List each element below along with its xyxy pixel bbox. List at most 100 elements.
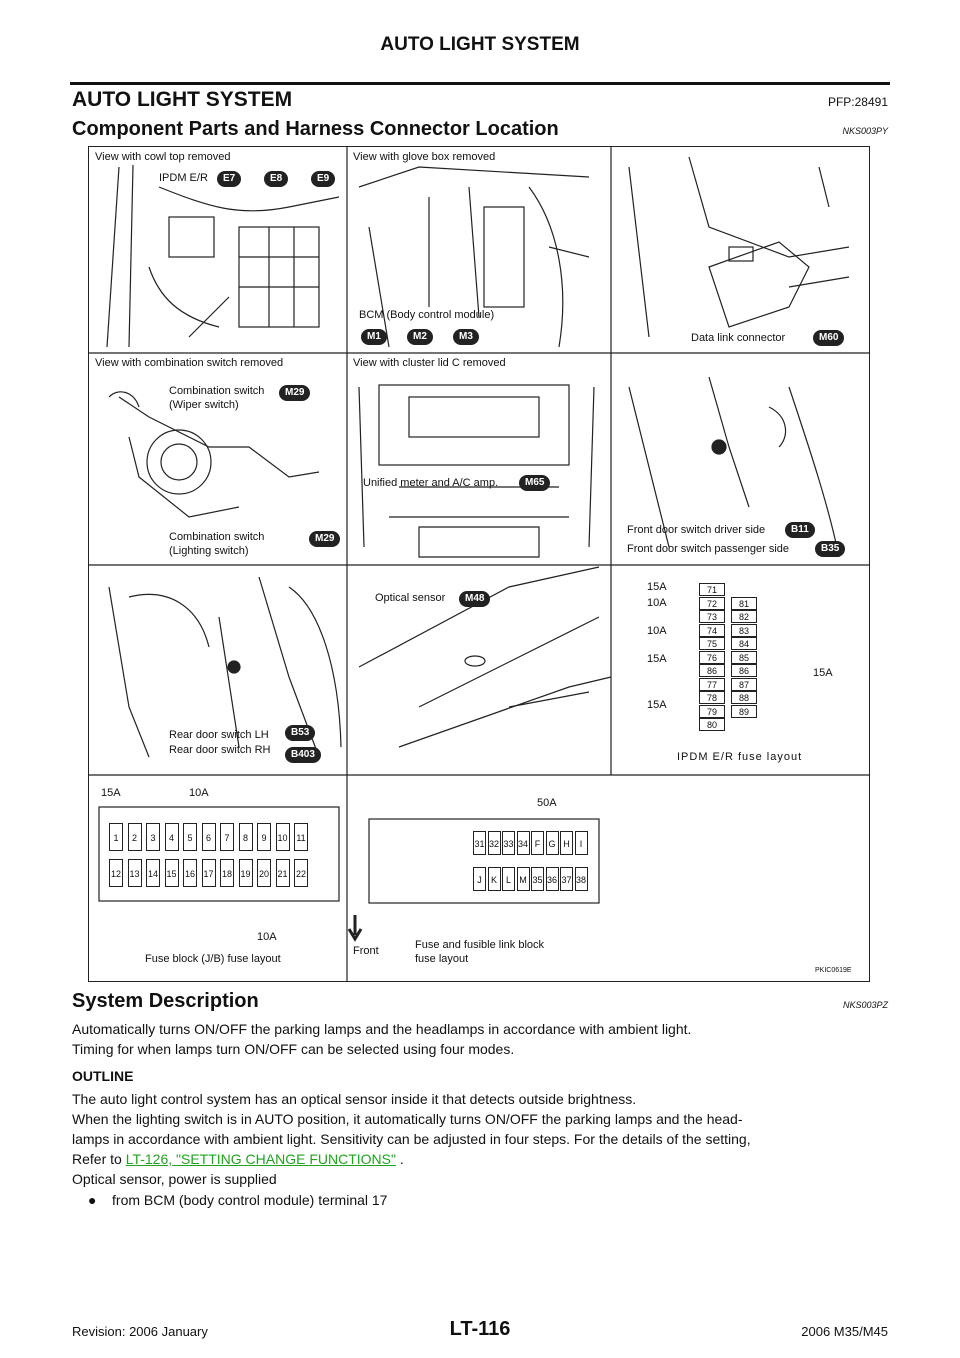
ipdm-fuse-cell: 87 [731,677,757,691]
ipdm-fuse-cell: 86 [731,664,757,677]
jb-fuse-cell: 5 [183,823,197,851]
jb-fuse-cell: 6 [201,823,216,851]
jb-fuse-cell: 9 [257,823,271,851]
paragraph-1: Automatically turns ON/OFF the parking l… [72,1021,692,1037]
ipdm-fuse-cell: 82 [731,610,757,623]
ipdm-amp: 10A [647,597,667,609]
bullet-icon: ● [88,1192,97,1208]
b35-badge: B35 [815,541,846,557]
b403-badge: B403 [285,747,321,763]
fusible-caption-1: Fuse and fusible link block [415,939,545,951]
jb-fuse-cell: 3 [146,823,160,851]
jb-fuse-cell: 12 [109,859,123,887]
system-description-code: NKS003PZ [842,1000,888,1010]
fusible-cell: F [531,831,544,855]
e7-badge: E7 [217,171,242,187]
jb-fuse-cell: 4 [164,823,179,851]
fusible-caption-2: fuse layout [415,953,469,965]
jb-fuse-cell: 20 [257,859,271,887]
section-code: PFP:28491 [827,95,888,109]
subsection-title: Component Parts and Harness Connector Lo… [72,118,559,140]
jb-fuse-cell: 18 [220,859,234,887]
b53-badge: B53 [285,725,316,741]
outline-title: OUTLINE [72,1068,134,1084]
ipdm-fuse-cell: 81 [731,596,757,610]
fusible-cell: H [560,831,573,855]
jb-fuse-cell: 17 [201,859,216,887]
m29-light-badge: M29 [309,531,341,547]
ipdm-fuse-cell: 71 [699,583,725,596]
e9-badge: E9 [311,171,336,187]
fusible-cell: 34 [516,831,530,855]
header-rule [70,82,890,85]
comb-wiper-label-2: (Wiper switch) [169,399,239,411]
jb-fuse-cell: 1 [109,823,123,851]
fusible-cell: 37 [560,867,573,891]
fusible-cell: 36 [545,867,559,891]
ipdm-fuse-cell: 75 [699,637,725,650]
footer-model: 2006 M35/M45 [801,1324,888,1339]
panel-glovebox-title: View with glove box removed [353,151,496,163]
bullet-item: ● from BCM (body control module) termina… [88,1192,387,1208]
jb-fuse-cell: 22 [294,859,308,887]
ipdm-amp: 15A [647,653,667,665]
ipdm-fuse-cell: 85 [731,650,757,664]
ipdm-amp: 10A [647,625,667,637]
jb-fuse-cell: 13 [127,859,142,887]
jb-fuse-cell: 8 [238,823,253,851]
dlc-label: Data link connector [691,332,786,344]
ipdm-fuse-cell: 72 [699,596,725,610]
running-header: AUTO LIGHT SYSTEM [380,34,580,55]
jb-fuse-cell: 7 [220,823,234,851]
fusible-cell: 33 [502,831,515,855]
footer-revision: Revision: 2006 January [72,1324,208,1339]
m48-badge: M48 [459,591,491,607]
outline-line-4: Refer to LT-126, "SETTING CHANGE FUNCTIO… [72,1150,892,1169]
ipdm-amp: 15A [647,699,667,711]
b11-badge: B11 [785,522,815,538]
fdsw-driver-label: Front door switch driver side [627,524,766,536]
system-description-title: System Description [72,990,259,1012]
ipdm-fuse-cell: 76 [699,650,725,664]
component-figure: View with cowl top removed IPDM E/R E7 E… [88,146,870,982]
rdsw-rh-label: Rear door switch RH [169,744,271,756]
outline-line-3: lamps in accordance with ambient light. … [72,1131,751,1147]
outline-line-2: When the lighting switch is in AUTO posi… [72,1111,743,1127]
comb-wiper-label-1: Combination switch [169,385,265,397]
fusible-cell: 31 [473,831,486,855]
ipdm-amp-right: 15A [813,667,833,679]
ipdm-fuse-cell: 77 [699,677,725,691]
setting-change-functions-link[interactable]: LT-126, "SETTING CHANGE FUNCTIONS" [125,1151,396,1167]
ipdm-fuse-cell: 78 [699,691,725,704]
m60-badge: M60 [813,330,845,346]
ipdm-fuse-caption: IPDM E/R fuse layout [677,751,803,763]
jb-fuse-cell: 16 [183,859,197,887]
ipdm-amp: 15A [647,581,667,593]
fusible-cell: M [516,867,530,891]
panel-combswitch-title: View with combination switch removed [95,357,284,369]
fusible-cell: 38 [574,867,588,891]
m1-badge: M1 [361,329,387,345]
bcm-label: BCM (Body control module) [359,309,495,321]
ipdm-label: IPDM E/R [159,172,208,184]
fusible-cell: 32 [487,831,501,855]
refer-to-text: Refer to [72,1151,122,1167]
panel-cowl-title: View with cowl top removed [95,151,231,163]
ipdm-fuse-cell: 73 [699,610,725,623]
jb-fuse-cell: 10 [275,823,290,851]
bullet-text: from BCM (body control module) terminal … [112,1192,388,1208]
ipdm-fuse-cell: 74 [699,623,725,637]
ipdm-fuse-cell: 79 [699,704,725,718]
jb-fuse-cell: 15 [164,859,179,887]
jb-fuse-cell: 2 [127,823,142,851]
ipdm-fuse-cell: 86 [699,664,725,677]
m2-badge: M2 [407,329,433,345]
outline-line-5: Optical sensor, power is supplied [72,1171,277,1187]
outline-line-1: The auto light control system has an opt… [72,1091,637,1107]
rdsw-lh-label: Rear door switch LH [169,729,269,741]
m29-wiper-badge: M29 [279,385,311,401]
jb-amp-10a-bottom: 10A [257,931,277,943]
jb-fuse-cell: 11 [294,823,308,851]
ipdm-fuse-cell: 84 [731,637,757,650]
e8-badge: E8 [264,171,289,187]
